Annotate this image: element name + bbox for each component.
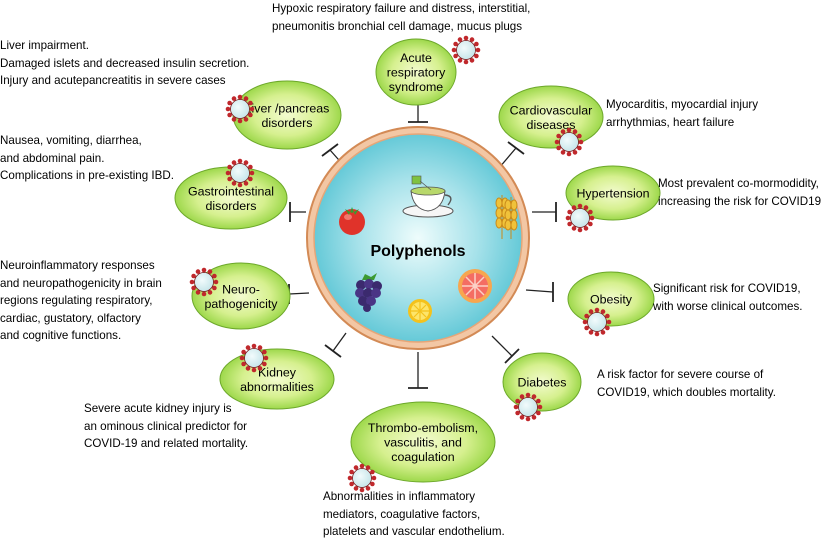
label-liver-pancreas-line: disorders (262, 116, 313, 130)
virus-icon (451, 35, 481, 65)
description-line: Most prevalent co-mormodidity, (658, 177, 819, 190)
description-line: Liver impairment. (0, 39, 89, 52)
inhibition-bar-liver-pancreas (321, 143, 339, 157)
description-line: with worse clinical outcomes. (653, 299, 803, 313)
virus-icon (347, 463, 377, 493)
grapefruit-icon (458, 269, 492, 303)
description-line: Complications in pre-existing IBD. (0, 169, 174, 182)
virus-icon (565, 203, 595, 233)
description-line: Hypoxic respiratory failure and distress… (272, 2, 531, 15)
label-thrombo-embolism-line: vasculitis, and (384, 436, 462, 450)
connector-diabetes (491, 335, 513, 357)
lemon-icon (408, 299, 432, 323)
description-line: arrhythmias, heart failure (606, 115, 735, 129)
ellipse-neuro: Neuro-pathogenicity (191, 262, 291, 330)
label-neuro-line: pathogenicity (204, 297, 278, 311)
label-neuro-line: Neuro- (222, 282, 260, 296)
description-line: and neuropathogenicity in brain (0, 276, 162, 290)
label-thrombo-embolism-line: coagulation (391, 450, 454, 464)
label-gastrointestinal-line: Gastrointestinal (188, 184, 274, 198)
description-diabetes: A risk factor for severe course of COVID1… (597, 366, 776, 401)
inhibition-bar-kidney (324, 344, 342, 358)
description-line: regions regulating respiratory, (0, 294, 153, 307)
description-hypertension: Most prevalent co-mormodidity, increasing… (658, 175, 821, 210)
virus-icon (239, 343, 269, 373)
description-line: Severe acute kidney injury is (84, 402, 232, 415)
description-kidney: Severe acute kidney injury is an ominous … (84, 400, 248, 453)
description-gastrointestinal: Nausea, vomiting, diarrhea, and abdominal… (0, 132, 174, 185)
inhibition-bar-cardiovascular (507, 141, 525, 155)
description-line: Neuroinflammatory responses (0, 259, 155, 272)
ellipse-obesity: Obesity (567, 271, 655, 327)
ellipse-diabetes: Diabetes (502, 352, 582, 412)
ellipse-hypertension: Hypertension (565, 165, 661, 221)
description-line: Myocarditis, myocardial injury (606, 98, 759, 111)
label-acute-respiratory-line: respiratory (387, 66, 446, 80)
label-gastrointestinal-line: disorders (206, 199, 257, 213)
description-line: Abnormalities in inflammatory (323, 490, 476, 503)
connector-kidney (332, 332, 347, 352)
virus-icon (189, 267, 219, 297)
connector-obesity (525, 289, 554, 293)
virus-icon (554, 127, 584, 157)
description-liver-pancreas: Liver impairment. Damaged islets and decr… (0, 37, 249, 90)
description-line: Nausea, vomiting, diarrhea, (0, 134, 142, 147)
blackberry-icon (355, 273, 382, 312)
description-line: and abdominal pain. (0, 151, 105, 165)
description-line: A risk factor for severe course of (597, 368, 764, 381)
description-line: Injury and acutepancreatitis in severe c… (0, 74, 226, 87)
label-acute-respiratory-line: Acute (400, 51, 432, 65)
virus-icon (582, 307, 612, 337)
label-cardiovascular-line: Cardiovascular (510, 103, 593, 117)
label-liver-pancreas-line: Liver /pancreas (245, 101, 330, 115)
label-thrombo-embolism-line: Thrombo-embolism, (368, 421, 478, 435)
label-cardiovascular-line: diseases (527, 118, 576, 132)
label-diabetes-line: Diabetes (518, 376, 567, 390)
description-cardiovascular: Myocarditis, myocardial injury arrhythmia… (606, 96, 758, 131)
description-line: an ominous clinical predictor for (84, 419, 248, 433)
description-line: Significant risk for COVID19, (653, 282, 801, 295)
tea-cup-icon (402, 175, 454, 218)
description-line: platelets and vascular endothelium. (323, 525, 505, 538)
description-line: COVID19, which doubles mortality. (597, 385, 776, 399)
virus-icon (225, 158, 255, 188)
description-line: pneumonitis bronchial cell damage, mucus… (272, 19, 523, 33)
description-line: increasing the risk for COVID19 (658, 194, 822, 208)
description-line: Damaged islets and decreased insulin sec… (0, 56, 250, 70)
tomato-icon (339, 207, 365, 235)
label-hypertension-line: Hypertension (576, 187, 649, 201)
description-line: mediators, coagulative factors, (323, 507, 481, 521)
label-kidney-line: abnormalities (240, 380, 314, 394)
label-acute-respiratory-line: syndrome (389, 80, 444, 94)
description-acute-respiratory: Hypoxic respiratory failure and distress… (272, 0, 530, 35)
description-line: COVID-19 and related mortality. (84, 437, 249, 450)
description-line: cardiac, gustatory, olfactory (0, 311, 141, 325)
description-neuro: Neuroinflammatory responses and neuropath… (0, 257, 162, 345)
connector-neuro (288, 292, 310, 295)
wheat-icon (495, 195, 518, 239)
description-obesity: Significant risk for COVID19, with worse … (653, 280, 803, 315)
virus-icon (225, 94, 255, 124)
virus-icon (513, 392, 543, 422)
center-label: Polyphenols (370, 243, 465, 260)
label-obesity-line: Obesity (590, 293, 633, 307)
description-line: and cognitive functions. (0, 329, 122, 342)
ellipse-thrombo-embolism: Thrombo-embolism,vasculitis, andcoagulat… (350, 401, 496, 483)
label-kidney-line: Kidney (258, 365, 297, 379)
description-thrombo-embolism: Abnormalities in inflammatory mediators, … (323, 488, 505, 541)
inhibition-bar-diabetes (504, 348, 520, 364)
